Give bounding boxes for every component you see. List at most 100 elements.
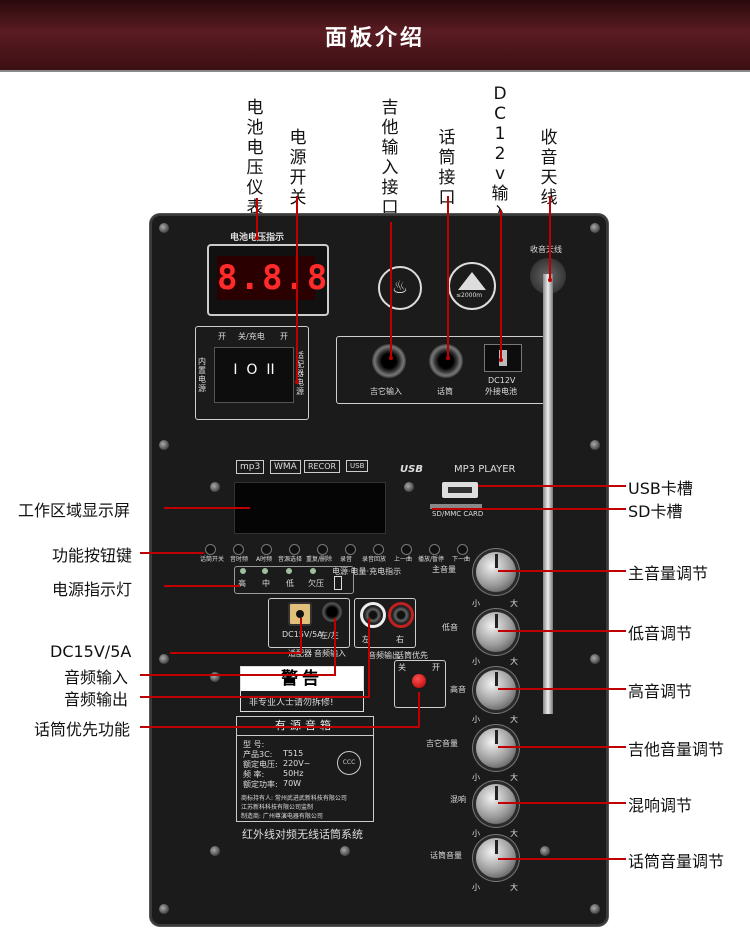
switch-label-internal: 内置电源 (198, 357, 206, 393)
switch-label-on: 开 (280, 332, 288, 341)
led-mid (262, 568, 268, 574)
pointer-line (498, 858, 626, 860)
nameplate-value: 70W (283, 779, 302, 788)
switch-label-adapter: 适配器电源 (296, 351, 304, 396)
dc12v-socket[interactable] (484, 344, 522, 372)
button-3[interactable] (261, 544, 272, 555)
rca-right-jack[interactable] (388, 602, 414, 628)
guitar-input-label: 吉它输入 (370, 387, 402, 396)
master-volume-knob[interactable] (476, 552, 516, 592)
pointer-line (498, 570, 626, 572)
sd-label: SD/MMC CARD (432, 510, 484, 518)
button-label: 录音回放 (362, 556, 387, 563)
label-power-switch: 电源开关 (289, 128, 307, 208)
bass-knob[interactable] (476, 612, 516, 652)
pointer-line (390, 222, 392, 358)
label-treble: 高音调节 (628, 682, 693, 701)
altitude-icon: ≤2000m (448, 262, 496, 310)
power-rocker-switch[interactable]: I O II (214, 347, 294, 403)
screw (159, 440, 169, 450)
dc-audio-in-frame (268, 598, 350, 648)
dc12v-label: DC12V (488, 376, 516, 385)
audio-in-jack[interactable] (322, 602, 342, 622)
guitar-volume-knob[interactable] (476, 728, 516, 768)
led-label-undervoltage: 欠压 (308, 579, 324, 588)
label-guitar-input: 吉他输入接口 (381, 98, 399, 218)
sd-slot[interactable] (430, 504, 482, 509)
button-2[interactable] (233, 544, 244, 555)
usb-slot[interactable] (442, 482, 478, 498)
treble-knob[interactable] (476, 670, 516, 710)
mic-priority-button[interactable] (412, 674, 426, 688)
usb-port (448, 487, 472, 493)
label-audio-output: 音频输出 (64, 690, 129, 709)
guitar-input-jack[interactable] (372, 344, 406, 378)
warning-label: 警告 非专业人士请勿拆修! (240, 666, 364, 712)
source-select-button[interactable] (289, 544, 300, 555)
nameplate-value: 50Hz (283, 769, 304, 778)
knob-max: 大 (510, 773, 518, 782)
screw (210, 672, 220, 682)
dc12v-pin (499, 350, 507, 366)
knob-min: 小 (472, 657, 480, 666)
rca-right-label: 右 (396, 635, 404, 644)
label-mic-volume: 话筒音量调节 (628, 852, 725, 871)
knob-label-mic: 话筒音量 (430, 851, 462, 860)
switch-symbols: I O II (233, 362, 275, 378)
pointer-line (432, 508, 626, 510)
screw (159, 654, 169, 664)
button-label: 重复/删除 (306, 556, 333, 563)
mic-priority-frame (394, 660, 446, 708)
knob-min: 小 (472, 829, 480, 838)
pointer-line (164, 507, 250, 509)
nameplate-footer: 商标持有人: 常州武进武新科技有限公司 (241, 795, 347, 802)
usb-logo: USB (400, 464, 423, 475)
pointer-line (140, 674, 335, 676)
pointer-line (296, 196, 298, 382)
screw (159, 223, 169, 233)
pointer-line (140, 552, 204, 554)
label-dc12v-input: DC12v输入 (491, 84, 509, 224)
label-echo: 混响调节 (628, 796, 693, 815)
pointer-line (500, 210, 502, 360)
record-button[interactable] (345, 544, 356, 555)
pointer-line (418, 692, 420, 728)
screw (340, 846, 350, 856)
led-high (240, 568, 246, 574)
echo-knob[interactable] (476, 784, 516, 824)
speaker-panel: 电池电压指示 8.8.8 开 关/充电 开 内置电源 适配器电源 I O II … (150, 214, 608, 926)
repeat-delete-button[interactable] (317, 544, 328, 555)
pointer-line (447, 196, 449, 358)
pointer-line (170, 652, 300, 654)
mountain-icon (458, 272, 486, 290)
playback-button[interactable] (373, 544, 384, 555)
bottom-system-text: 红外线对频无线话筒系统 (242, 828, 363, 841)
mic-switch-button[interactable] (205, 544, 216, 555)
prev-track-button[interactable] (401, 544, 412, 555)
label-sd-slot: SD卡槽 (628, 502, 683, 521)
rca-frame (354, 598, 416, 648)
mic-priority-off: 关 (398, 663, 406, 672)
next-track-button[interactable] (457, 544, 468, 555)
audio-out-label: 音频输出 (368, 651, 400, 660)
pointer-dot (446, 356, 450, 360)
altitude-text: ≤2000m (456, 292, 483, 299)
label-usb-slot: USB卡槽 (628, 479, 693, 498)
pointer-dot (499, 358, 503, 362)
usb-badge: USB (346, 460, 369, 472)
battery-icon (334, 576, 342, 590)
screw (210, 482, 220, 492)
pointer-line (498, 746, 626, 748)
nameplate-key: 频 率: (243, 770, 265, 779)
mic-input-jack[interactable] (429, 344, 463, 378)
button-label: 音源选择 (278, 556, 303, 563)
switch-label-on: 开 (218, 332, 226, 341)
nameplate-value: T515 (283, 749, 304, 758)
led-label-high: 高 (238, 579, 246, 588)
antenna-rod[interactable] (543, 274, 553, 714)
rca-left-jack[interactable] (360, 602, 386, 628)
play-pause-button[interactable] (429, 544, 440, 555)
screw (590, 223, 600, 233)
led-title: 电源·电量·充电指示 (332, 567, 402, 576)
battery-meter-display: 8.8.8 (217, 256, 330, 300)
